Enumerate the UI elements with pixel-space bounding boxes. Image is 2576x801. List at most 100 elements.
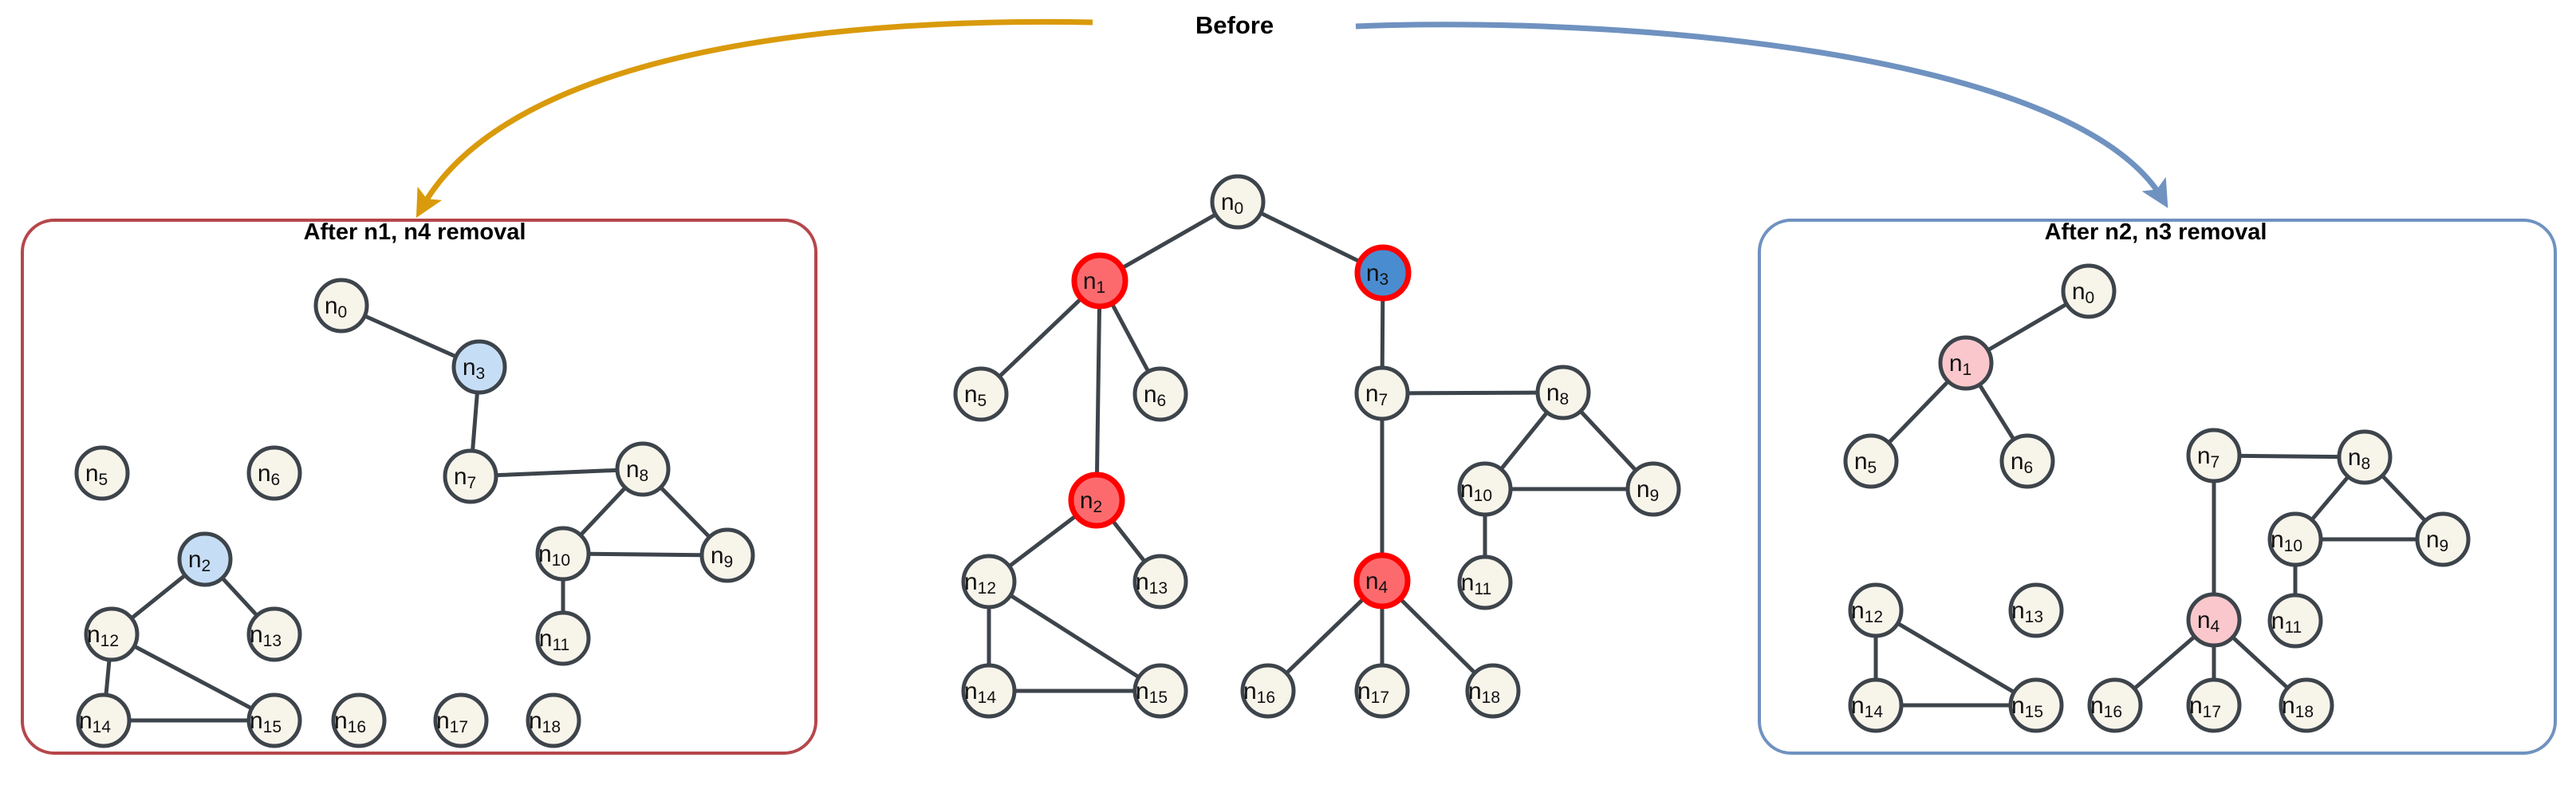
node-circle-n11[interactable] [535, 610, 591, 666]
node-n6[interactable]: n6 [1999, 433, 2055, 489]
node-circle-n7[interactable] [443, 448, 498, 504]
node-circle-n3[interactable] [451, 339, 507, 395]
node-circle-n17[interactable] [2186, 677, 2242, 733]
node-n11[interactable]: n11 [1457, 554, 1513, 610]
node-circle-n16[interactable] [331, 692, 387, 748]
node-circle-n5[interactable] [74, 445, 130, 501]
node-n4[interactable]: n4 [1353, 552, 1411, 610]
node-n8[interactable]: n8 [2337, 429, 2393, 485]
node-circle-n13[interactable] [246, 606, 302, 662]
node-circle-n14[interactable] [1848, 677, 1904, 733]
node-n0[interactable]: n0 [313, 278, 369, 333]
node-circle-n11[interactable] [1457, 554, 1513, 610]
node-n12[interactable]: n12 [961, 554, 1017, 610]
node-n2[interactable]: n2 [1068, 472, 1125, 529]
node-n1[interactable]: n1 [1938, 335, 1994, 391]
node-circle-n10[interactable] [1457, 461, 1513, 517]
node-circle-n18[interactable] [1465, 663, 1521, 719]
node-n13[interactable]: n13 [246, 606, 302, 662]
node-circle-n6[interactable] [246, 445, 302, 501]
node-n0[interactable]: n0 [2061, 263, 2117, 319]
node-n7[interactable]: n7 [2186, 428, 2242, 483]
node-circle-n14[interactable] [961, 663, 1017, 719]
node-n4[interactable]: n4 [2186, 592, 2242, 648]
node-n6[interactable]: n6 [1132, 366, 1188, 422]
node-n14[interactable]: n14 [961, 663, 1017, 719]
node-circle-n0[interactable] [1210, 174, 1266, 230]
node-circle-n14[interactable] [76, 692, 132, 748]
node-circle-n2[interactable] [177, 531, 233, 587]
node-circle-n17[interactable] [433, 692, 489, 748]
node-n10[interactable]: n10 [2267, 511, 2323, 567]
node-n17[interactable]: n17 [2186, 677, 2242, 733]
node-n16[interactable]: n16 [331, 692, 387, 748]
node-circle-n16[interactable] [1240, 663, 1296, 719]
node-n11[interactable]: n11 [535, 610, 591, 666]
node-circle-n8[interactable] [1535, 365, 1591, 420]
node-circle-n8[interactable] [2337, 429, 2393, 485]
node-n8[interactable]: n8 [615, 441, 671, 497]
node-circle-n1[interactable] [1938, 335, 1994, 391]
node-circle-n18[interactable] [526, 692, 581, 748]
node-n10[interactable]: n10 [1457, 461, 1513, 517]
node-n14[interactable]: n14 [1848, 677, 1904, 733]
node-n6[interactable]: n6 [246, 445, 302, 501]
node-n7[interactable]: n7 [443, 448, 498, 504]
node-n5[interactable]: n5 [1843, 433, 1899, 489]
node-n14[interactable]: n14 [76, 692, 132, 748]
node-circle-n6[interactable] [1132, 366, 1188, 422]
node-circle-n9[interactable] [699, 527, 755, 583]
node-circle-n5[interactable] [1843, 433, 1899, 489]
node-n11[interactable]: n11 [2267, 593, 2323, 649]
node-n13[interactable]: n13 [1132, 554, 1188, 610]
node-circle-n9[interactable] [1625, 461, 1681, 517]
node-n9[interactable]: n9 [699, 527, 755, 583]
node-circle-n17[interactable] [1354, 663, 1410, 719]
node-n10[interactable]: n10 [535, 526, 591, 582]
node-circle-n2[interactable] [1068, 472, 1125, 529]
node-n5[interactable]: n5 [953, 366, 1009, 422]
node-n1[interactable]: n1 [1071, 252, 1128, 310]
node-circle-n1[interactable] [1071, 252, 1128, 310]
node-circle-n13[interactable] [1132, 554, 1188, 610]
node-circle-n8[interactable] [615, 441, 671, 497]
node-circle-n5[interactable] [953, 366, 1009, 422]
node-n18[interactable]: n18 [1465, 663, 1521, 719]
node-n15[interactable]: n15 [2008, 677, 2064, 733]
node-circle-n7[interactable] [1354, 365, 1410, 421]
node-n0[interactable]: n0 [1210, 174, 1266, 230]
node-n12[interactable]: n12 [1848, 582, 1904, 638]
node-n3[interactable]: n3 [1354, 244, 1412, 302]
node-n16[interactable]: n16 [1240, 663, 1296, 719]
node-circle-n16[interactable] [2087, 677, 2143, 733]
node-circle-n0[interactable] [313, 278, 369, 333]
node-circle-n15[interactable] [2008, 677, 2064, 733]
node-n18[interactable]: n18 [526, 692, 581, 748]
node-circle-n15[interactable] [246, 692, 302, 748]
node-n9[interactable]: n9 [1625, 461, 1681, 517]
node-n18[interactable]: n18 [2279, 677, 2334, 733]
node-circle-n18[interactable] [2279, 677, 2334, 733]
node-n8[interactable]: n8 [1535, 365, 1591, 420]
node-n15[interactable]: n15 [246, 692, 302, 748]
node-n9[interactable]: n9 [2415, 511, 2471, 567]
node-circle-n12[interactable] [961, 554, 1017, 610]
node-n12[interactable]: n12 [84, 606, 140, 662]
node-circle-n12[interactable] [84, 606, 140, 662]
node-n2[interactable]: n2 [177, 531, 233, 587]
node-circle-n6[interactable] [1999, 433, 2055, 489]
node-circle-n10[interactable] [2267, 511, 2323, 567]
node-circle-n3[interactable] [1354, 244, 1412, 302]
node-circle-n12[interactable] [1848, 582, 1904, 638]
node-n17[interactable]: n17 [433, 692, 489, 748]
node-circle-n7[interactable] [2186, 428, 2242, 483]
node-circle-n4[interactable] [2186, 592, 2242, 648]
node-circle-n10[interactable] [535, 526, 591, 582]
node-n7[interactable]: n7 [1354, 365, 1410, 421]
node-n5[interactable]: n5 [74, 445, 130, 501]
node-n15[interactable]: n15 [1132, 663, 1188, 719]
node-circle-n13[interactable] [2008, 582, 2064, 638]
node-circle-n9[interactable] [2415, 511, 2471, 567]
node-circle-n0[interactable] [2061, 263, 2117, 319]
node-n17[interactable]: n17 [1354, 663, 1410, 719]
